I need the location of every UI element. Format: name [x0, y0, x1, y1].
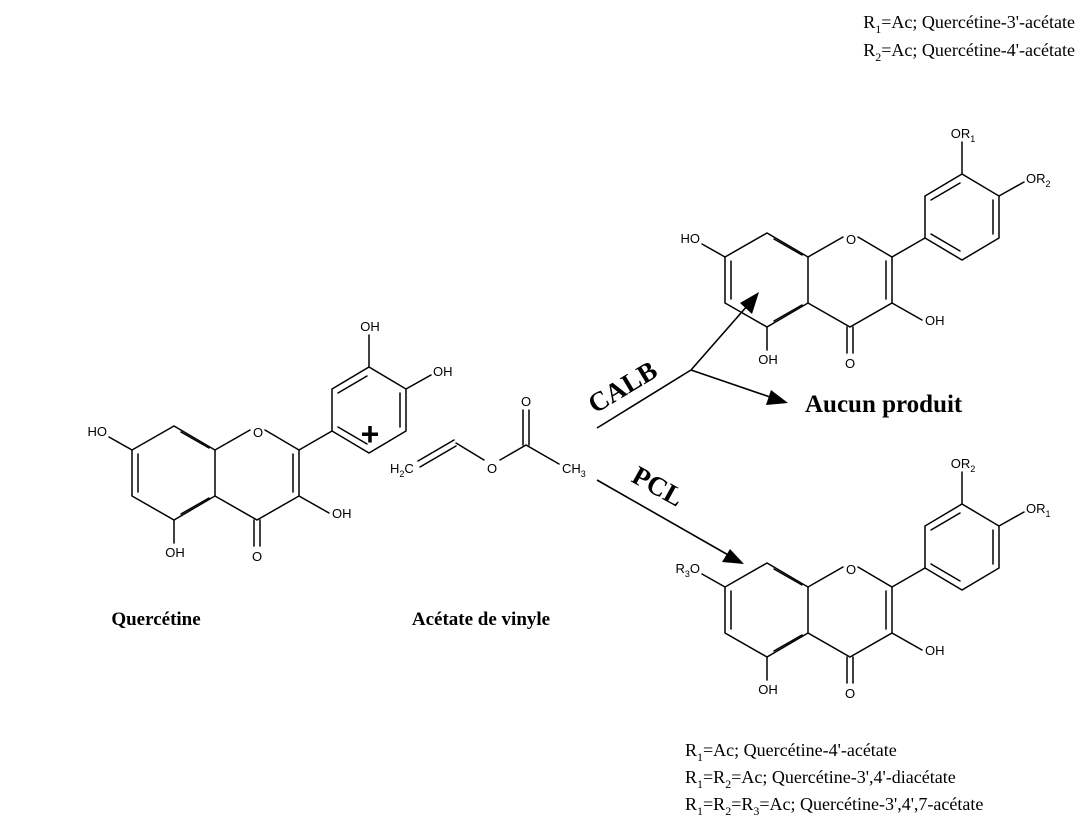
- plus-sign: +: [361, 416, 380, 452]
- or1-label: OR1: [951, 126, 976, 144]
- no-product-label: Aucun produit: [805, 391, 963, 418]
- hydroxyl-3-label: OH: [332, 506, 352, 521]
- vinyl-ch2-label: H2C: [390, 461, 414, 479]
- pcl-note-1: R1=Ac; Quercétine-4'-acétate: [685, 740, 897, 764]
- bond: [131, 425, 216, 521]
- arrowhead: [766, 390, 788, 405]
- ring-oxygen-label: O: [253, 425, 263, 440]
- r3o-label: R3O: [675, 561, 700, 579]
- ester-oxygen-label: O: [487, 461, 497, 476]
- carbonyl-oxygen-label: O: [252, 549, 262, 564]
- quercetin-structure: O O OH OH HO OH OH: [88, 319, 453, 564]
- quercetin-caption: Quercétine: [111, 609, 200, 630]
- hydroxyl-5-label: OH: [758, 352, 778, 367]
- hydroxyl-7-label: HO: [88, 424, 108, 439]
- pcl-note-3: R1=R2=R3=Ac; Quercétine-3',4',7-acétate: [685, 794, 983, 818]
- or2-label: OR2: [1026, 171, 1051, 189]
- calb-label: CALB: [583, 355, 663, 419]
- ring-oxygen-label: O: [846, 232, 856, 247]
- carbonyl-oxygen-label: O: [845, 356, 855, 371]
- carbonyl-oxygen-label: O: [845, 686, 855, 701]
- hydroxyl-5-label: OH: [758, 682, 778, 697]
- hydroxyl-5-label: OH: [165, 545, 185, 560]
- hydroxyl-3-label: OH: [925, 313, 945, 328]
- hydroxyl-4prime-label: OH: [433, 364, 453, 379]
- calb-note-1: R1=Ac; Quercétine-3'-acétate: [863, 12, 1075, 36]
- hydroxyl-3-label: OH: [925, 643, 945, 658]
- calb-note-2: R2=Ac; Quercétine-4'-acétate: [863, 40, 1075, 64]
- calb-product-structure: O O OH OH HO OR1 OR2: [681, 126, 1051, 371]
- calb-arrow: [596, 292, 788, 429]
- arrowhead: [722, 549, 744, 564]
- or2-label: OR2: [951, 456, 976, 474]
- acyl-oxygen-label: O: [521, 394, 531, 409]
- pcl-product-structure: O O OH OH R3O OR2 OR1: [675, 456, 1050, 701]
- ring-oxygen-label: O: [846, 562, 856, 577]
- methyl-label: CH3: [562, 461, 586, 479]
- pcl-label: PCL: [627, 460, 689, 512]
- or1-label: OR1: [1026, 501, 1051, 519]
- arrowhead: [740, 292, 759, 314]
- vinyl-acetate-structure: H2C O O CH3: [390, 394, 586, 479]
- pcl-arrow: [596, 479, 744, 564]
- hydroxyl-7-label: HO: [681, 231, 701, 246]
- vinyl-acetate-caption: Acétate de vinyle: [412, 609, 550, 630]
- hydroxyl-3prime-label: OH: [360, 319, 380, 334]
- pcl-note-2: R1=R2=Ac; Quercétine-3',4'-diacétate: [685, 767, 956, 791]
